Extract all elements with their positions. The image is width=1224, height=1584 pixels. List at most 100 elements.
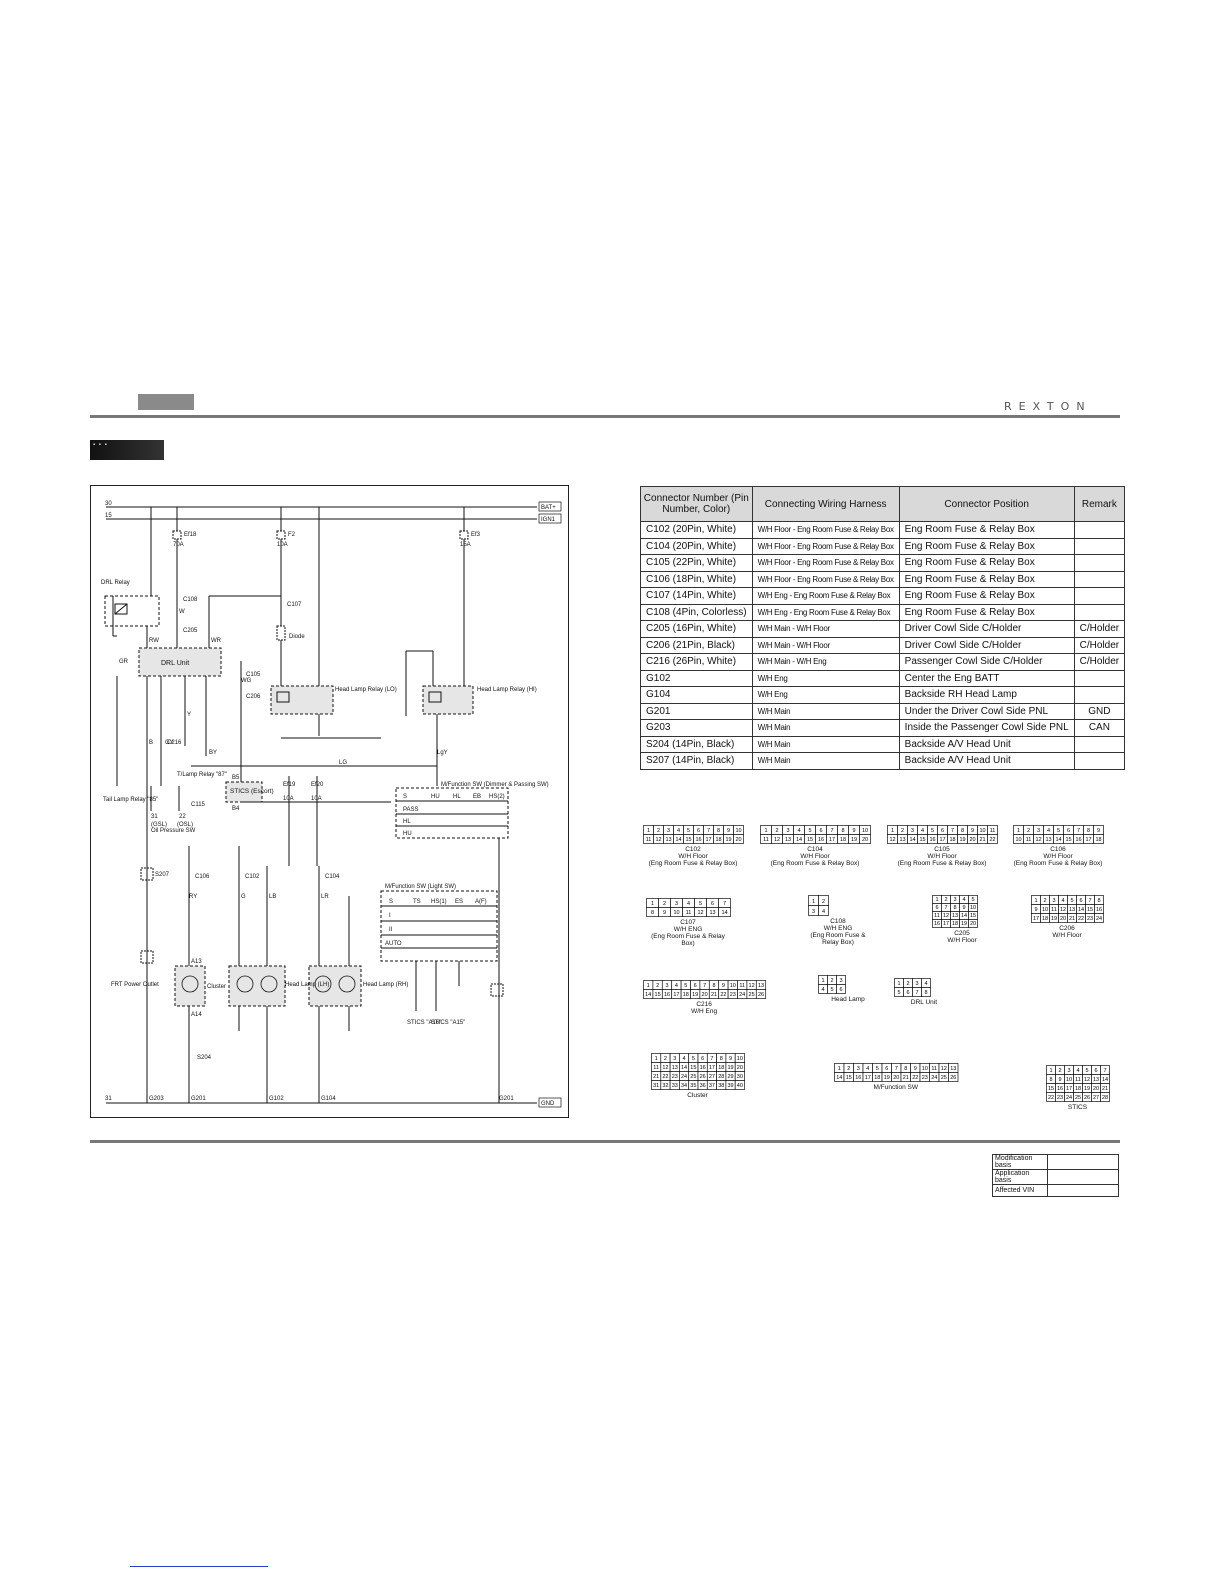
pin-cell (1094, 913, 1104, 923)
pin-number: 10 (922, 1066, 928, 1072)
pin-number: 5 (876, 1066, 879, 1072)
pin-number: 4 (797, 828, 800, 834)
connector-face-id: C104 (807, 846, 823, 853)
pin-cell (836, 984, 846, 994)
table-row: C104 (20Pin, White)W/H Floor - Eng Room … (640, 537, 1126, 555)
connector-face-harness: W/H Eng (691, 1008, 718, 1015)
pin-number: 10 (735, 828, 741, 834)
pin-number: 17 (705, 837, 711, 843)
meta-value (1047, 1184, 1119, 1197)
meta-value (1047, 1154, 1119, 1170)
ground-label: G203 (149, 1096, 164, 1102)
bottom-link-underline[interactable] (130, 1566, 268, 1567)
pin-number: 18 (1042, 916, 1048, 922)
harness-cell: W/H Floor - Eng Room Fuse & Relay Box (751, 521, 900, 539)
pin-cell (818, 905, 829, 916)
pin-number: 8 (1097, 898, 1100, 904)
connector-number-cell: G104 (640, 686, 753, 704)
pin-number: 22 (1078, 916, 1084, 922)
pin-number: 3 (812, 909, 815, 915)
wire-color-label: LB (269, 894, 276, 900)
pin-number: 3 (1067, 1068, 1070, 1074)
harness-cell: W/H Main (751, 719, 900, 737)
pin-number: 1 (655, 1056, 658, 1062)
pin-number: 14 (796, 837, 802, 843)
pin-number: 14 (1078, 907, 1084, 913)
connector-number-cell: C216 (26Pin, White) (640, 653, 753, 671)
position-cell: Backside RH Head Lamp (898, 686, 1075, 704)
pin-number: 1 (812, 899, 815, 905)
harness-cell: W/H Eng - Eng Room Fuse & Relay Box (751, 587, 900, 605)
pin-number: 24 (1066, 1095, 1072, 1101)
pin-number: 10 (862, 828, 868, 834)
pin-number: 13 (672, 1065, 678, 1071)
connector-face-id: C106 (1050, 846, 1066, 853)
column-header: Remark (1073, 486, 1126, 522)
wire-color-label: GY (165, 740, 174, 746)
light-header: S (389, 899, 393, 905)
pin-number: 16 (818, 837, 824, 843)
position-cell: Backside A/V Head Unit (898, 752, 1075, 770)
pin-number: 13 (665, 837, 671, 843)
pin-number: 4 (675, 983, 678, 989)
pin-number: 8 (953, 905, 956, 911)
position-cell: Eng Room Fuse & Relay Box (898, 603, 1075, 621)
pin-number: 23 (672, 1074, 678, 1080)
pin-number: 2 (1043, 898, 1046, 904)
fuse-ef20-label: Ef20 (311, 782, 324, 788)
pin-number: 25 (690, 1074, 696, 1080)
pin-number: 10 (1042, 907, 1048, 913)
meta-row: Application basis (992, 1169, 1119, 1185)
pin-number: 1 (821, 978, 824, 984)
pin-number: 2 (663, 901, 666, 907)
pin-number: 3 (786, 828, 789, 834)
pin-number: 22 (989, 837, 995, 843)
connector-face-harness: W/H Floor (678, 853, 708, 860)
position-cell: Eng Room Fuse & Relay Box (898, 570, 1075, 588)
wire-color-label: BY (209, 750, 217, 756)
pin-number: 7 (915, 990, 918, 996)
fuse-ef18-label: Ef18 (184, 532, 197, 538)
pin-number: 23 (922, 1075, 928, 1081)
pin-number: 3 (915, 981, 918, 987)
tail-lamp-relay-label: Tail Lamp Relay "85" (103, 797, 158, 803)
remark-cell: C/Holder (1073, 653, 1126, 671)
connector-number-cell: C104 (20Pin, White) (640, 537, 753, 555)
m-function-dimmer-label: M/Function SW (Dimmer & Passing SW) (441, 782, 549, 788)
pin-number: 19 (961, 921, 967, 927)
pin-number: 21 (979, 837, 985, 843)
pin-number: 14 (961, 913, 967, 919)
pin-label: A13 (191, 959, 202, 965)
pin-number: 15 (690, 1065, 696, 1071)
bus-label-bat: BAT+ (541, 505, 556, 511)
meta-value (1047, 1169, 1119, 1185)
pin-number: 13 (785, 837, 791, 843)
fuse-f2-rating: 10A (277, 542, 288, 548)
pin-number: 10 (1066, 1077, 1072, 1083)
pin-number: 24 (1096, 916, 1102, 922)
pin-label: (GSL) (151, 822, 167, 828)
pin-number: 3 (1037, 828, 1040, 834)
pin-number: 27 (1093, 1095, 1099, 1101)
pin-number: 7 (707, 828, 710, 834)
pin-number: 20 (970, 921, 976, 927)
light-header: HS(1) (431, 899, 447, 905)
pin-number: 6 (694, 983, 697, 989)
pin-number: 15 (1048, 1086, 1054, 1092)
pin-number: 1 (1049, 1068, 1052, 1074)
wire-color-label: LG (339, 760, 347, 766)
connector-face-id: C205 (954, 930, 970, 937)
pin-label: B5 (232, 775, 240, 781)
harness-cell: W/H Main (751, 752, 900, 770)
m-function-light-label: M/Function SW (Light SW) (385, 884, 456, 890)
pin-number: 3 (675, 901, 678, 907)
connector-face-position: (Eng Room Fuse & Relay Box) (770, 860, 860, 867)
pin-number: 17 (829, 837, 835, 843)
